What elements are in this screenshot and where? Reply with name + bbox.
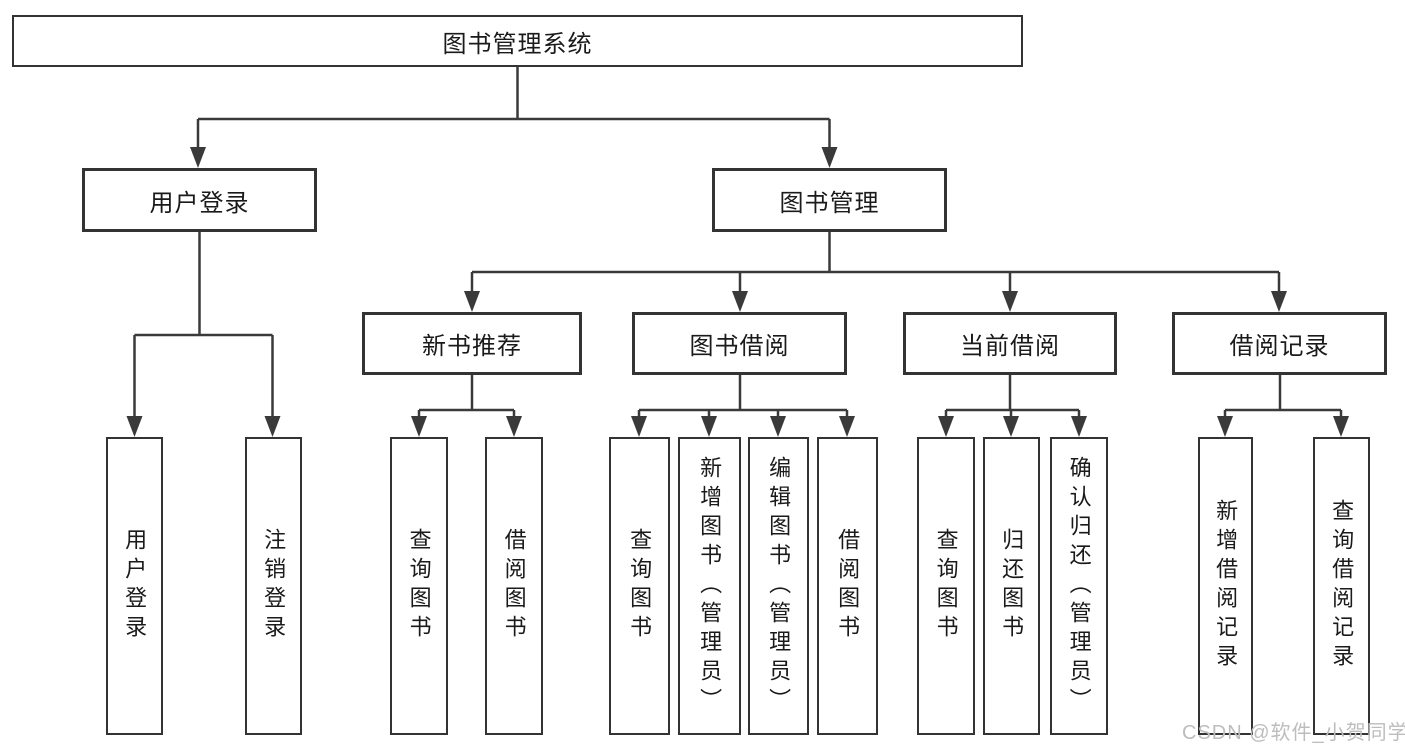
node-user-login: 用户登录 — [82, 168, 317, 232]
node-library-management-system: 图书管理系统 — [12, 15, 1023, 67]
node-label: 借阅记录 — [1229, 333, 1330, 360]
leaf-query-books-current: 查询图书 — [917, 437, 975, 735]
arrowheads — [126, 147, 1349, 437]
leaf-borrow-books-recommend: 借阅图书 — [485, 437, 543, 735]
node-label: 新书推荐 — [422, 333, 522, 360]
node-label: 查询图书 — [933, 528, 959, 644]
node-label: 图书借阅 — [689, 333, 790, 360]
node-new-book-recommend: 新书推荐 — [362, 312, 582, 375]
leaf-add-borrow-record: 新增借阅记录 — [1198, 437, 1253, 735]
node-book-management: 图书管理 — [712, 168, 947, 232]
node-label: 确认归还（管理员） — [1066, 455, 1092, 717]
node-label: 查询图书 — [627, 528, 653, 644]
node-label: 编辑图书（管理员） — [766, 455, 792, 717]
leaf-query-books-borrow: 查询图书 — [609, 437, 670, 735]
node-book-borrowing: 图书借阅 — [632, 312, 847, 375]
leaf-query-books-recommend: 查询图书 — [390, 437, 448, 735]
node-label: 注销登录 — [261, 528, 287, 644]
node-label: 新增图书（管理员） — [697, 455, 723, 717]
elbow-connectors — [133, 67, 1343, 421]
node-label: 归还图书 — [999, 528, 1025, 644]
node-label: 新增借阅记录 — [1213, 499, 1239, 673]
leaf-add-book-admin: 新增图书（管理员） — [678, 437, 741, 735]
node-label: 借阅图书 — [835, 528, 861, 644]
node-label: 查询图书 — [406, 528, 432, 644]
node-label: 图书管理 — [779, 189, 880, 217]
node-label: 借阅图书 — [501, 528, 527, 644]
leaf-confirm-return-admin: 确认归还（管理员） — [1050, 437, 1108, 735]
leaf-logout: 注销登录 — [245, 437, 302, 735]
node-borrowing-records: 借阅记录 — [1172, 312, 1387, 375]
leaf-query-borrow-record: 查询借阅记录 — [1313, 437, 1370, 735]
node-label: 查询借阅记录 — [1329, 499, 1355, 673]
leaf-user-login: 用户登录 — [106, 437, 163, 735]
node-current-borrowing: 当前借阅 — [903, 312, 1117, 375]
watermark: CSDN @软件_小贺同学 — [1182, 722, 1405, 744]
node-label: 用户登录 — [149, 189, 250, 217]
leaf-borrow-book: 借阅图书 — [817, 437, 878, 735]
node-label: 当前借阅 — [960, 333, 1060, 360]
node-label: 用户登录 — [122, 528, 148, 644]
node-label: 图书管理系统 — [442, 30, 593, 58]
leaf-return-book: 归还图书 — [983, 437, 1040, 735]
leaf-edit-book-admin: 编辑图书（管理员） — [748, 437, 809, 735]
